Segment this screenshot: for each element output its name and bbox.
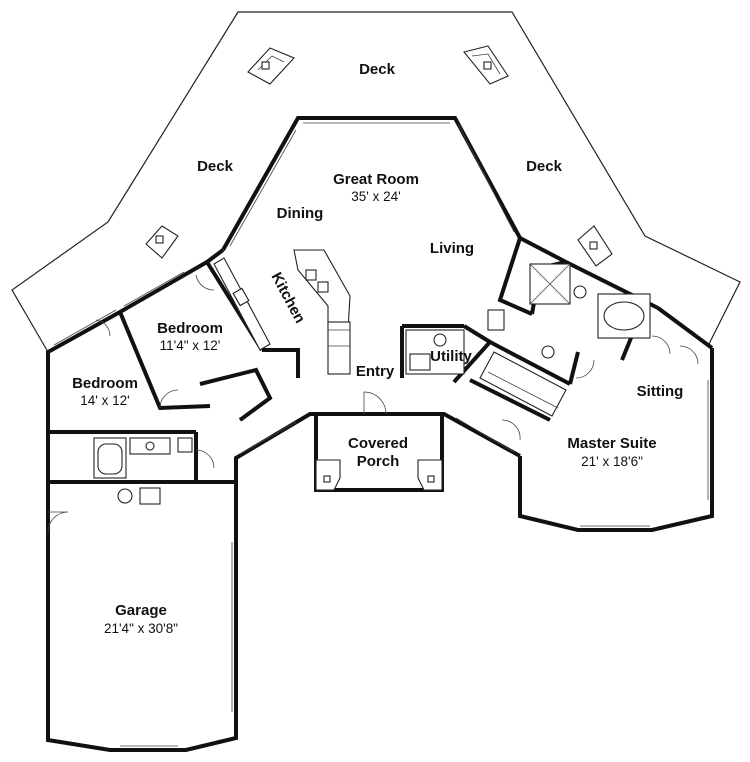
master-suite-label: Master Suite <box>567 435 656 452</box>
sitting-label: Sitting <box>637 383 684 400</box>
deck-planter-top-right <box>463 45 509 85</box>
entry-label: Entry <box>356 363 395 380</box>
deck-top-label: Deck <box>359 61 396 78</box>
kitchen-counters <box>213 249 351 375</box>
garage-dimension: 21'4" x 30'8" <box>104 621 178 636</box>
deck-planter-top-left <box>247 47 295 85</box>
room-labels: Deck Deck Deck Great Room 35' x 24' Dini… <box>72 61 683 636</box>
dining-label: Dining <box>277 205 324 222</box>
deck-planter-right <box>577 225 613 267</box>
living-label: Living <box>430 240 474 257</box>
door-swings <box>47 274 699 533</box>
kitchen-label: Kitchen <box>268 270 309 327</box>
master-closet <box>479 351 567 417</box>
great-room-label: Great Room <box>333 171 419 188</box>
garage-label: Garage <box>115 602 167 619</box>
utility-fixtures <box>405 329 465 375</box>
utility-label: Utility <box>430 348 472 365</box>
porch-planter-left <box>315 459 341 491</box>
bedroom-left-label: Bedroom <box>72 375 138 392</box>
deck-left-label: Deck <box>197 158 234 175</box>
bedroom-right-label: Bedroom <box>157 320 223 337</box>
bedroom-right-dimension: 11'4" x 12' <box>160 338 221 353</box>
deck-right-label: Deck <box>526 158 563 175</box>
covered-porch-label-line1: Covered <box>348 435 408 452</box>
covered-porch-label-line2: Porch <box>357 453 400 470</box>
great-room-dimension: 35' x 24' <box>351 189 400 204</box>
master-bath <box>487 263 651 359</box>
porch-planter-right <box>417 459 443 491</box>
hall-bath <box>93 437 193 479</box>
windows <box>53 122 709 747</box>
garage-fixtures <box>117 487 161 505</box>
deck-planter-left <box>145 225 179 259</box>
master-suite-dimension: 21' x 18'6" <box>581 454 643 469</box>
bedroom-left-dimension: 14' x 12' <box>80 393 129 408</box>
